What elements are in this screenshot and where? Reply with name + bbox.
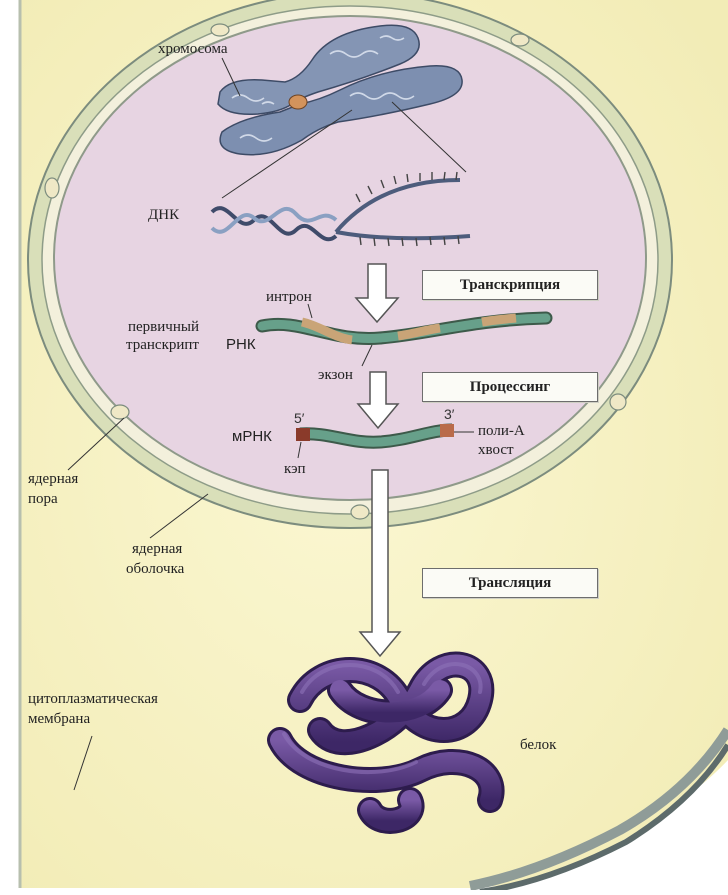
step-processing: Процессинг — [422, 372, 598, 402]
label-five-prime: 5′ — [294, 410, 304, 426]
label-cap: кэп — [284, 460, 306, 478]
label-cytoplasmic-membrane-1: цитоплазматическая — [28, 690, 158, 708]
label-mrna: мРНК — [232, 428, 272, 446]
label-cytoplasmic-membrane-2: мембрана — [28, 710, 90, 728]
label-dna: ДНК — [148, 206, 179, 224]
label-exon: экзон — [318, 366, 353, 384]
label-nuclear-pore-2: пора — [28, 490, 58, 508]
label-nuclear-envelope-2: оболочка — [126, 560, 184, 578]
step-translation: Трансляция — [422, 568, 598, 598]
label-protein: белок — [520, 736, 556, 754]
label-rna: РНК — [226, 336, 256, 354]
label-three-prime: 3′ — [444, 406, 454, 422]
label-primary-transcript-2: транскрипт — [126, 336, 199, 354]
label-nuclear-pore-1: ядерная — [28, 470, 78, 488]
label-poly-a-2: хвост — [478, 441, 514, 459]
label-chromosome: хромосома — [158, 40, 228, 58]
label-primary-transcript-1: первичный — [128, 318, 199, 336]
label-nuclear-envelope-1: ядерная — [132, 540, 182, 558]
label-poly-a-1: поли-А — [478, 422, 525, 440]
label-intron: интрон — [266, 288, 312, 306]
step-transcription: Транскрипция — [422, 270, 598, 300]
